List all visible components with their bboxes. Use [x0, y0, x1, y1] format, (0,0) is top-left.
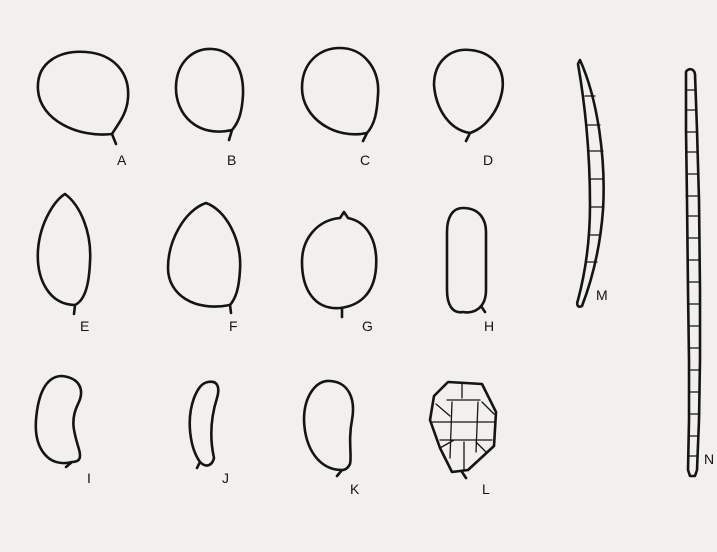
spore-label: E — [80, 318, 89, 334]
spore-label: G — [362, 318, 373, 334]
spore-label: I — [87, 470, 91, 486]
spore-label: L — [482, 481, 490, 497]
spore-g: G — [302, 212, 376, 334]
spore-d: D — [434, 50, 503, 168]
spore-label: D — [483, 152, 493, 168]
spore-i: I — [36, 376, 91, 486]
spore-a: A — [38, 52, 128, 168]
spore-e: E — [38, 194, 90, 334]
spore-b: B — [176, 49, 243, 168]
spore-m: M — [577, 60, 607, 307]
spore-label: A — [117, 152, 127, 168]
spore-h: H — [447, 208, 494, 334]
spore-c: C — [302, 48, 378, 168]
spore-label: H — [484, 318, 494, 334]
spore-label: K — [350, 481, 360, 497]
spore-l: L — [430, 382, 496, 497]
spore-label: B — [227, 152, 236, 168]
spore-label: C — [360, 152, 370, 168]
spore-label: J — [222, 470, 229, 486]
spore-label: F — [229, 318, 238, 334]
spore-j: J — [190, 382, 229, 486]
spore-n: N — [686, 69, 714, 476]
spore-label: M — [596, 287, 608, 303]
spore-label: N — [704, 451, 714, 467]
spore-k: K — [304, 381, 360, 497]
spore-f: F — [168, 203, 240, 334]
